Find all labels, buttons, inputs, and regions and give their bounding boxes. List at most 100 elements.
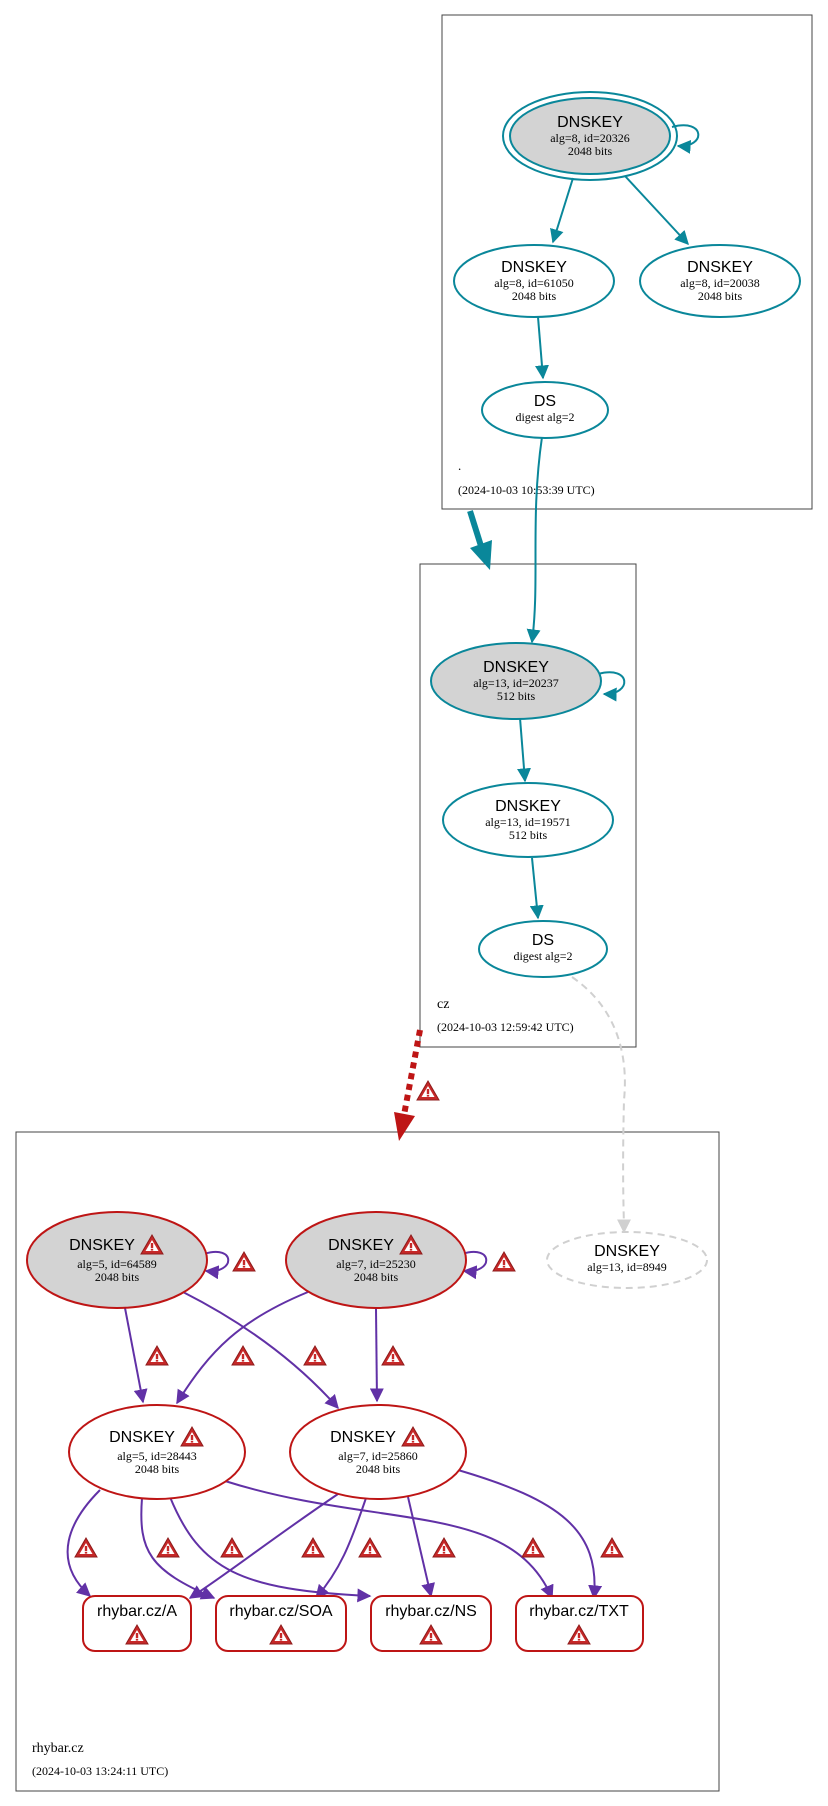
- zone-rhybar-box: [15, 1131, 720, 1792]
- node-title: DNSKEY: [483, 659, 549, 676]
- node-title: DNSKEY: [330, 1429, 396, 1446]
- warning-icon: [232, 1251, 256, 1272]
- delegation-cz-to-rhybar-arrowhead: [394, 1112, 415, 1141]
- node-rh-ksk-25230[interactable]: DNSKEY alg=7, id=25230 2048 bits: [285, 1211, 467, 1309]
- warning-icon: [521, 1537, 545, 1558]
- zone-cz-timestamp: (2024-10-03 12:59:42 UTC): [437, 1020, 574, 1034]
- node-detail: 512 bits: [497, 689, 536, 703]
- edge-rh-ksk7-to-zsk7: [369, 1308, 384, 1403]
- rrset-txt[interactable]: rhybar.cz/TXT: [515, 1595, 644, 1652]
- edge-cz-zsk-to-ds: [529, 857, 544, 920]
- zone-rhybar: rhybar.cz (2024-10-03 13:24:11 UTC): [15, 1131, 720, 1792]
- node-detail: alg=7, id=25230: [336, 1257, 416, 1271]
- node-detail: 2048 bits: [698, 289, 743, 303]
- edge-root-ksk-to-zsk2: [624, 175, 689, 246]
- node-title: DNSKEY: [69, 1237, 135, 1254]
- edge-rh-ksk7-self: [461, 1251, 488, 1280]
- warning-icon: [303, 1345, 327, 1366]
- warning-icon: [301, 1537, 325, 1558]
- node-cz-ksk[interactable]: DNSKEY alg=13, id=20237 512 bits: [430, 642, 602, 720]
- zone-cz: cz (2024-10-03 12:59:42 UTC): [419, 563, 637, 1048]
- node-title: DNSKEY: [687, 259, 753, 276]
- rrset-label: rhybar.cz/TXT: [529, 1603, 629, 1620]
- edge-rh-ksk5-to-zsk7: [182, 1291, 339, 1410]
- edge-cz-ds-to-missing-dnskey: [571, 976, 631, 1234]
- node-title: DNSKEY: [495, 798, 561, 815]
- warning-icon: [600, 1537, 624, 1558]
- edge-root-ds-to-cz-ksk: [526, 436, 543, 644]
- warning-icon: [358, 1537, 382, 1558]
- rrset-label: rhybar.cz/NS: [385, 1603, 477, 1620]
- node-title: DNSKEY: [594, 1243, 660, 1260]
- node-cz-zsk[interactable]: DNSKEY alg=13, id=19571 512 bits: [442, 782, 614, 858]
- node-detail: alg=7, id=25860: [338, 1449, 418, 1463]
- node-rh-missing-dnskey[interactable]: DNSKEY alg=13, id=8949: [546, 1231, 708, 1289]
- zone-root-box: [441, 14, 813, 510]
- delegation-root-to-cz: [467, 510, 484, 547]
- edge-rh-zsk7-to-soa: [315, 1497, 367, 1600]
- node-detail: alg=13, id=19571: [485, 815, 571, 829]
- warning-icon: [145, 1345, 169, 1366]
- zone-cz-box: [419, 563, 637, 1048]
- node-root-ds[interactable]: DS digest alg=2: [481, 381, 609, 439]
- edge-rh-zsk5-to-a: [66, 1489, 101, 1597]
- node-root-ksk[interactable]: DNSKEY alg=8, id=20326 2048 bits: [502, 91, 678, 181]
- zone-root: . (2024-10-03 10:53:39 UTC): [441, 14, 813, 510]
- node-detail: digest alg=2: [513, 949, 572, 963]
- delegation-root-to-cz-arrowhead: [470, 540, 492, 570]
- node-title: DS: [534, 393, 556, 410]
- node-detail: alg=8, id=20038: [680, 276, 760, 290]
- node-root-zsk-61050[interactable]: DNSKEY alg=8, id=61050 2048 bits: [453, 244, 615, 318]
- edge-rh-zsk7-to-ns: [407, 1496, 435, 1598]
- node-detail: alg=13, id=20237: [473, 676, 559, 690]
- node-detail: 2048 bits: [512, 289, 557, 303]
- delegation-cz-to-rhybar: [401, 1029, 423, 1116]
- node-title: DNSKEY: [557, 114, 623, 131]
- node-detail: 2048 bits: [95, 1270, 140, 1284]
- zone-root-name: .: [458, 458, 461, 473]
- node-detail: 2048 bits: [568, 144, 613, 158]
- edge-rh-zsk5-to-txt: [224, 1480, 554, 1600]
- zone-rhybar-timestamp: (2024-10-03 13:24:11 UTC): [32, 1764, 168, 1778]
- node-detail: alg=8, id=61050: [494, 276, 574, 290]
- node-cz-ds[interactable]: DS digest alg=2: [478, 920, 608, 978]
- edge-cz-ksk-self: [597, 671, 626, 702]
- zone-root-timestamp: (2024-10-03 10:53:39 UTC): [458, 483, 595, 497]
- edge-rh-ksk5-self: [203, 1251, 230, 1280]
- node-detail: 2048 bits: [135, 1462, 180, 1476]
- edge-rh-zsk7-to-a: [188, 1493, 339, 1599]
- edge-root-ksk-self: [671, 124, 700, 154]
- zone-cz-name: cz: [437, 997, 449, 1012]
- edge-root-ksk-to-zsk1: [550, 177, 574, 244]
- node-detail: 2048 bits: [354, 1270, 399, 1284]
- node-rh-zsk-28443[interactable]: DNSKEY alg=5, id=28443 2048 bits: [68, 1404, 246, 1500]
- node-rh-zsk-25860[interactable]: DNSKEY alg=7, id=25860 2048 bits: [289, 1404, 467, 1500]
- edge-cz-ksk-to-zsk: [517, 717, 531, 783]
- rrset-label: rhybar.cz/A: [97, 1603, 177, 1620]
- warning-icon: [492, 1251, 516, 1272]
- node-detail: alg=8, id=20326: [550, 131, 630, 145]
- node-title: DNSKEY: [501, 259, 567, 276]
- warning-icon: [432, 1537, 456, 1558]
- node-root-zsk-20038[interactable]: DNSKEY alg=8, id=20038 2048 bits: [639, 244, 801, 318]
- edge-rh-zsk5-to-ns: [169, 1496, 372, 1603]
- node-detail: alg=5, id=28443: [117, 1449, 197, 1463]
- edge-root-zsk1-to-ds: [534, 316, 549, 380]
- rrset-label: rhybar.cz/SOA: [229, 1603, 332, 1620]
- node-title: DNSKEY: [109, 1429, 175, 1446]
- node-detail: alg=13, id=8949: [587, 1260, 667, 1274]
- warning-icon: [416, 1080, 440, 1101]
- rrset-a[interactable]: rhybar.cz/A: [82, 1595, 192, 1652]
- rrset-ns[interactable]: rhybar.cz/NS: [370, 1595, 492, 1652]
- node-rh-ksk-64589[interactable]: DNSKEY alg=5, id=64589 2048 bits: [26, 1211, 208, 1309]
- edges-rhybar: [66, 1251, 603, 1603]
- warning-icon: [74, 1537, 98, 1558]
- warning-icon: [381, 1345, 405, 1366]
- rrset-soa[interactable]: rhybar.cz/SOA: [215, 1595, 347, 1652]
- node-title: DNSKEY: [328, 1237, 394, 1254]
- node-detail: 2048 bits: [356, 1462, 401, 1476]
- zone-rhybar-name: rhybar.cz: [32, 1741, 84, 1756]
- warning-icon: [220, 1537, 244, 1558]
- edge-rh-ksk5-to-zsk5: [124, 1307, 148, 1404]
